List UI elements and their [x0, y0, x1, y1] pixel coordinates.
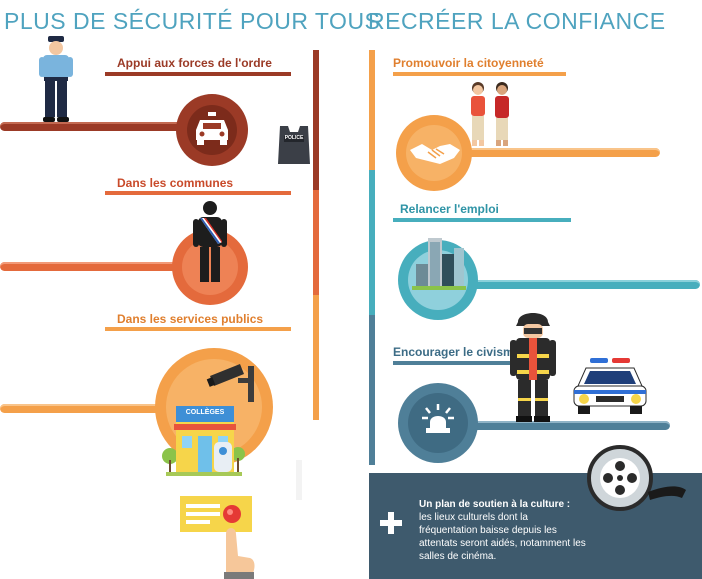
section-underline-citoyennete	[393, 72, 566, 76]
right-timeline-segment-1	[369, 50, 375, 170]
section-underline-forces	[105, 72, 291, 76]
section-label-services: Dans les services publics	[117, 312, 264, 326]
section-underline-communes	[105, 191, 291, 195]
info-box-heading: Un plan de soutien à la culture :	[419, 499, 571, 510]
left-timeline-segment-1	[313, 50, 319, 190]
film-reel-icon	[587, 445, 686, 511]
city-buildings-icon	[412, 238, 466, 290]
handshake-icon	[410, 144, 460, 164]
young-people-icon	[471, 82, 509, 146]
emergency-terminal-icon	[180, 460, 302, 579]
connector-bar-citoyennete	[420, 148, 660, 157]
right-timeline-segment-3	[369, 315, 375, 465]
section-label-communes: Dans les communes	[117, 176, 234, 190]
section-underline-services	[105, 327, 291, 331]
right-title: RECRÉER LA CONFIANCE	[368, 8, 666, 34]
section-label-citoyennete: Promouvoir la citoyenneté	[393, 56, 544, 70]
connector-bar-forces	[0, 122, 200, 131]
section-label-emploi: Relancer l'emploi	[400, 202, 499, 216]
left-timeline-segment-2	[313, 190, 319, 295]
connector-bar-civisme	[420, 421, 670, 430]
plus-icon	[388, 512, 394, 534]
section-underline-emploi	[393, 218, 571, 222]
cctv-camera-icon	[206, 364, 254, 402]
police-officer-icon	[39, 36, 73, 122]
right-timeline-segment-2	[369, 170, 375, 315]
connector-bar-services	[0, 404, 170, 413]
left-title: PLUS DE SÉCURITÉ POUR TOUS	[4, 8, 381, 34]
police-car-front-icon	[573, 358, 647, 414]
firefighter-icon	[510, 313, 556, 422]
siren-icon	[422, 404, 454, 433]
school-building-icon	[162, 406, 245, 476]
mayor-icon	[193, 201, 227, 282]
police-vest-icon	[278, 126, 310, 164]
connector-bar-emploi	[420, 280, 700, 289]
connector-bar-communes	[0, 262, 190, 271]
section-label-forces: Appui aux forces de l'ordre	[117, 56, 272, 70]
vest-label: POLICE	[284, 135, 304, 141]
police-car-icon	[196, 112, 228, 145]
section-underline-civisme	[393, 361, 511, 365]
section-label-civisme: Encourager le civisme	[393, 345, 521, 359]
school-label: COLLÈGES	[185, 409, 225, 416]
info-box-body: les lieux culturels dont la fréquentatio…	[419, 512, 586, 562]
left-timeline-segment-3	[313, 295, 319, 420]
info-box-text: Un plan de soutien à la culture : les li…	[419, 498, 589, 563]
